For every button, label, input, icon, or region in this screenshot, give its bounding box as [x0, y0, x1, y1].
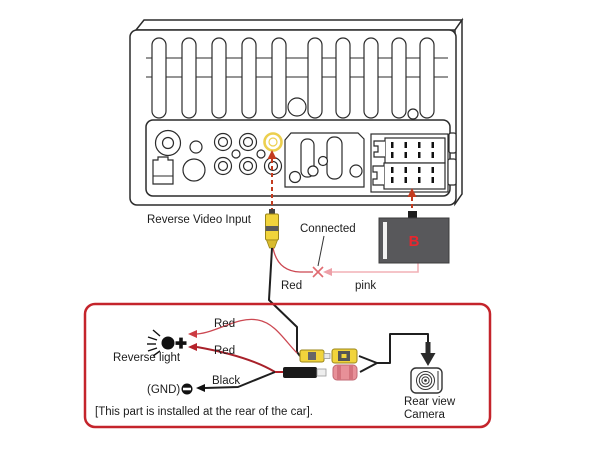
video-cable — [268, 247, 301, 357]
screw-hole-small — [407, 108, 419, 120]
rca-jacks — [213, 132, 283, 176]
camera-label-line2: Camera — [404, 409, 446, 421]
b-connector-box: B — [378, 211, 450, 264]
screw-hole-large — [287, 97, 307, 117]
ground-wire — [204, 371, 276, 389]
rear-view-camera-icon — [410, 367, 443, 394]
red-upper-wire — [196, 318, 298, 354]
reverse-video-input-label: Reverse Video Input — [147, 214, 252, 226]
dashed-pointer-harness — [407, 188, 417, 211]
install-box-border — [83, 302, 492, 429]
install-box-caption: [This part is installed at the rear of t… — [95, 406, 313, 418]
red-upper-arrowhead — [188, 330, 197, 338]
camera-cable — [358, 333, 429, 373]
minus-ground-icon — [181, 383, 193, 395]
reverse-video-rca-plug — [265, 209, 279, 249]
x-junction-mark — [312, 266, 324, 278]
plus-icon — [175, 337, 187, 349]
power-plug-pair — [283, 364, 358, 381]
reverse-light-icon — [147, 329, 187, 357]
connected-label: Connected — [300, 223, 356, 235]
red-trigger-wire — [272, 247, 313, 273]
harness-pins — [391, 142, 434, 183]
black-wire-label: Black — [212, 375, 240, 387]
reverse-light-label: Reverse light — [113, 352, 181, 364]
red-lower-wire — [196, 346, 276, 373]
camera-label-line1: Rear view — [404, 396, 456, 408]
dashed-pointer-video — [267, 150, 277, 211]
red-lower-label: Red — [214, 345, 235, 357]
harness-connector — [370, 132, 457, 193]
gnd-label: (GND) — [147, 384, 180, 396]
connected-pointer-line — [317, 235, 325, 267]
pink-wire-arrowhead — [323, 268, 332, 276]
red-lower-arrowhead — [188, 343, 197, 351]
small-port — [189, 140, 203, 154]
usb-port — [152, 156, 174, 185]
round-port — [182, 158, 206, 182]
heatsink-fins — [151, 37, 435, 119]
red-wire-label: Red — [281, 280, 302, 292]
pink-wire — [332, 263, 419, 273]
camera-pointer-arrow — [420, 342, 436, 366]
head-unit — [129, 17, 464, 207]
b-connector-label: B — [409, 233, 420, 250]
iso-connector — [284, 132, 365, 188]
video-rca-pair — [299, 348, 358, 364]
black-wire-arrowhead — [196, 384, 205, 392]
pink-wire-label: pink — [355, 280, 376, 292]
reverse-video-input-jack — [263, 132, 283, 152]
red-upper-label: Red — [214, 318, 235, 330]
head-unit-top-face — [134, 19, 464, 31]
